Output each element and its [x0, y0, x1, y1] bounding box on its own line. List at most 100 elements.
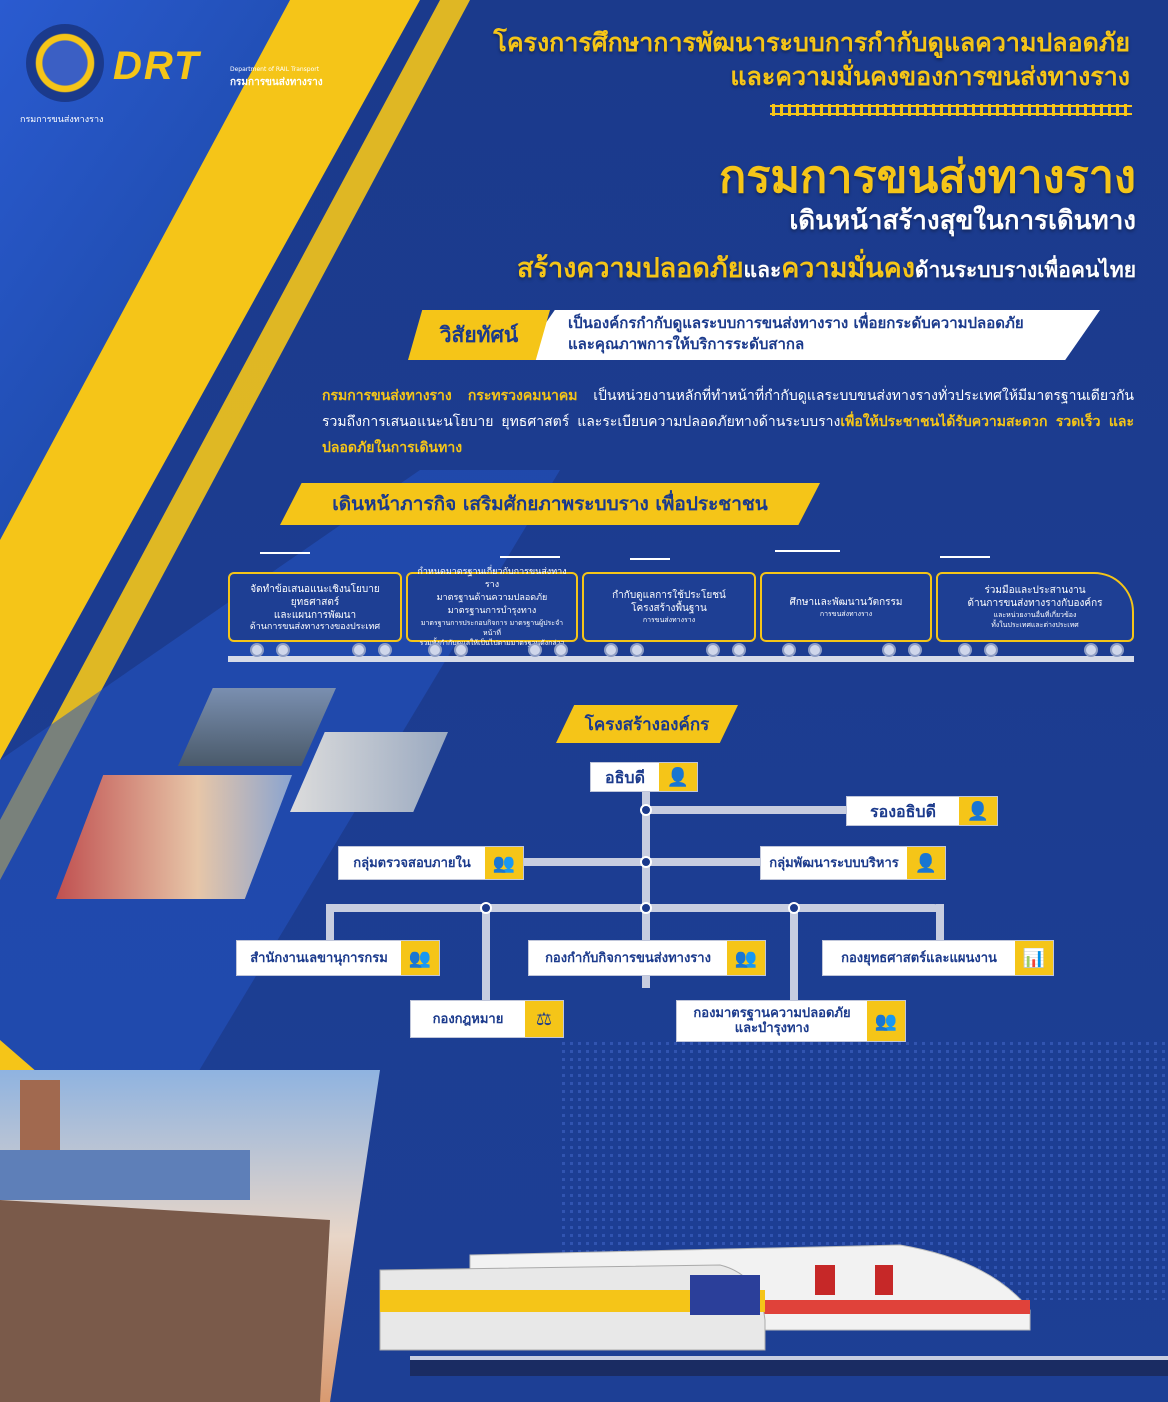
train-wheel	[554, 643, 568, 657]
hero-subtitle-1: เดินหน้าสร้างสุขในการเดินทาง	[789, 206, 1136, 236]
rail-tie	[772, 104, 775, 116]
mission-banner: เดินหน้าภารกิจ เสริมศักยภาพระบบราง เพื่อ…	[280, 483, 820, 525]
rail-tie	[1028, 104, 1031, 116]
rail-tie	[1116, 104, 1119, 116]
car4-line2: การขนส่งทางราง	[819, 609, 873, 618]
organization-description: กรมการขนส่งทางราง กระทรวงคมนาคม เป็นหน่ว…	[322, 383, 1134, 461]
train-wheel	[882, 643, 896, 657]
org-caption: กรมการขนส่งทางราง	[20, 115, 104, 125]
rail-tie	[1004, 104, 1007, 116]
photo-travelers	[56, 775, 292, 899]
legal-meeting-icon: ⚖	[525, 1001, 563, 1037]
train-wheel	[378, 643, 392, 657]
rail-tie	[940, 104, 943, 116]
mission-car-3: กำกับดูแลการใช้ประโยชน์ โครงสร้างพื้นฐาน…	[582, 572, 756, 642]
train-wheel	[1110, 643, 1124, 657]
standards-line2: และบำรุงทาง	[734, 1021, 810, 1036]
director-label: อธิบดี	[605, 767, 645, 787]
director-icon: 👤	[659, 763, 697, 791]
project-title: โครงการศึกษาการพัฒนาระบบการกำกับดูแลความ…	[493, 26, 1130, 94]
rail-tie	[844, 104, 847, 116]
rail-tie	[988, 104, 991, 116]
org-junction	[640, 856, 652, 868]
rail-tie	[804, 104, 807, 116]
org-node-strategy: กองยุทธศาสตร์และแผนงาน📊	[822, 940, 1054, 976]
rail-tie	[868, 104, 871, 116]
rail-tie	[908, 104, 911, 116]
org-junction	[480, 902, 492, 914]
car1-line4: ด้านการขนส่งทางรางของประเทศ	[249, 621, 381, 632]
legal-label: กองกฎหมาย	[432, 1011, 504, 1027]
rail-tie	[820, 104, 823, 116]
rail-tie	[1012, 104, 1015, 116]
train-wheel	[630, 643, 644, 657]
org-track-legal	[482, 904, 490, 1000]
rail-tie	[932, 104, 935, 116]
org-node-admin-development: กลุ่มพัฒนาระบบบริหาร👤	[760, 846, 946, 880]
rail-tie	[860, 104, 863, 116]
vision-box: เป็นองค์กรกำกับดูแลระบบการขนส่งทางราง เพ…	[520, 310, 1100, 360]
ministry-seal-logo	[26, 24, 104, 102]
rail-tie	[892, 104, 895, 116]
admin-dev-label: กลุ่มพัฒนาระบบบริหาร	[769, 855, 899, 871]
rail-tie	[996, 104, 999, 116]
secretary-label: สำนักงานเลขานุการกรม	[250, 950, 388, 966]
org-node-secretary: สำนักงานเลขานุการกรม 👥	[236, 940, 440, 976]
org-junction	[640, 902, 652, 914]
hero-subtitle-and: และ	[743, 258, 782, 282]
org-track-standards	[790, 904, 798, 1000]
audit-team-icon: 👥	[485, 847, 523, 879]
car5-line3: และหน่วยงานอื่นที่เกี่ยวข้อง	[993, 611, 1077, 619]
deputy-label: รองอธิบดี	[870, 801, 936, 821]
rail-tie	[836, 104, 839, 116]
rail-tie	[828, 104, 831, 116]
car2-line2: มาตรฐานด้านความปลอดภัย	[436, 593, 548, 603]
train-wheel	[958, 643, 972, 657]
project-title-line2: และความมั่นคงของการขนส่งทางราง	[730, 62, 1130, 91]
rail-tie	[1076, 104, 1079, 116]
org-track-deputy	[646, 806, 848, 814]
org-node-safety-standards: กองมาตรฐานความปลอดภัยและบำรุงทาง👥	[676, 1000, 906, 1042]
car1-line2: ยุทธศาสตร์	[290, 596, 340, 608]
org-track-secretary	[326, 904, 334, 942]
rail-tie	[780, 104, 783, 116]
vision-line1: เป็นองค์กรกำกับดูแลระบบการขนส่งทางราง เพ…	[568, 314, 1024, 332]
org-node-legal: กองกฎหมาย ⚖	[410, 1000, 564, 1038]
rail-tie	[1100, 104, 1103, 116]
hero-subtitle-rail: ด้านระบบรางเพื่อคนไทย	[914, 258, 1136, 282]
rail-tie	[964, 104, 967, 116]
hero-subtitle-security: ความมั่นคง	[781, 253, 915, 284]
rail-tie	[852, 104, 855, 116]
standards-line1: กองมาตรฐานความปลอดภัย	[693, 1006, 851, 1021]
hero-subtitle-safety: สร้างความปลอดภัย	[516, 253, 744, 284]
train-wheel	[250, 643, 264, 657]
staff-group-icon: 👥	[401, 941, 439, 975]
mission-car-5-locomotive: ร่วมมือและประสานงาน ด้านการขนส่งทางรางกั…	[936, 572, 1134, 642]
train-wheel	[352, 643, 366, 657]
safety-team-icon: 👥	[867, 1001, 905, 1041]
train-wheel	[706, 643, 720, 657]
speed-lines	[260, 550, 990, 560]
hero-title: กรมการขนส่งทางราง	[718, 150, 1136, 203]
description-bold-start: กรมการขนส่งทางราง กระทรวงคมนาคม	[322, 388, 578, 404]
mission-car-2: กำหนดมาตรฐานเกี่ยวกับการขนส่งทางราง มาตร…	[406, 567, 578, 647]
rail-tie	[876, 104, 879, 116]
train-wheel	[604, 643, 618, 657]
train-wheel	[782, 643, 796, 657]
rail-tie	[956, 104, 959, 116]
car2-line5: รวมทั้งกำกับดูแลให้เป็นไปตามมาตรฐานดังกล…	[419, 639, 565, 647]
rail-tie	[916, 104, 919, 116]
org-junction	[788, 902, 800, 914]
car2-line4: มาตรฐานการประกอบกิจการ มาตรฐานผู้ประจำหน…	[420, 619, 564, 637]
rail-tie	[1068, 104, 1071, 116]
rail-tie	[1044, 104, 1047, 116]
car1-line1: จัดทำข้อเสนอแนะเชิงนโยบาย	[250, 583, 380, 595]
org-node-deputy: รองอธิบดี👤	[846, 796, 998, 826]
rail-tie	[812, 104, 815, 116]
standards-label: กองมาตรฐานความปลอดภัยและบำรุงทาง	[677, 1006, 867, 1036]
train-wheel	[1084, 643, 1098, 657]
org-structure-title: โครงสร้างองค์กร	[556, 705, 738, 743]
rail-tie	[1052, 104, 1055, 116]
meeting-icon: 👥	[727, 941, 765, 975]
rail-tie	[980, 104, 983, 116]
